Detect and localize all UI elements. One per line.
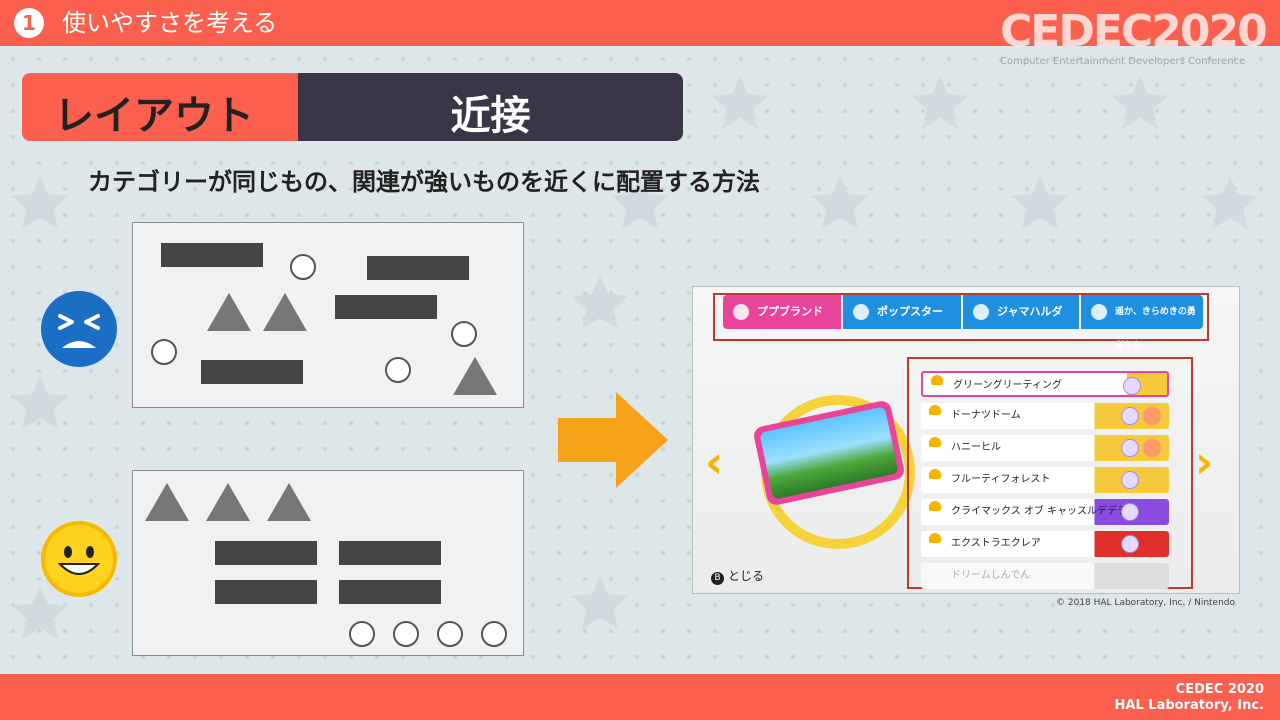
- footer-event: CEDEC 2020: [1175, 682, 1264, 697]
- right-arrow-icon: [558, 392, 668, 488]
- block: [367, 256, 469, 280]
- top-bar: 1 使いやすさを考える: [0, 0, 1280, 46]
- tab-icon: [853, 304, 869, 320]
- block: [201, 360, 303, 384]
- stage-item[interactable]: クライマックス オブ キャッスルデデデ: [921, 499, 1169, 525]
- block: [215, 541, 317, 565]
- heart-icon: [929, 501, 941, 511]
- block: [339, 580, 441, 604]
- tab-label: ププブランド: [757, 305, 823, 318]
- tab-pop-star[interactable]: ポップスター: [843, 295, 961, 329]
- circle-shape: [349, 621, 375, 647]
- stage-item[interactable]: グリーングリーティング: [921, 371, 1169, 397]
- circle-shape: [437, 621, 463, 647]
- b-button-icon: B: [711, 572, 724, 585]
- tab-label: 遥か、きらめきの勇者たち: [1115, 307, 1196, 351]
- previous-arrow-icon[interactable]: ‹: [705, 437, 724, 488]
- footer-company: HAL Laboratory, Inc.: [1114, 698, 1264, 713]
- medal-icon: [1121, 471, 1139, 489]
- circle-shape: [151, 339, 177, 365]
- heart-icon: [929, 469, 941, 479]
- stage-item[interactable]: エクストラエクレア: [921, 531, 1169, 557]
- close-label: とじる: [728, 569, 765, 583]
- stage-item-locked: ドリームしんでん: [921, 563, 1169, 589]
- stage-label: ドーナツドーム: [951, 410, 1021, 421]
- medal-icon: [1121, 503, 1139, 521]
- block: [339, 541, 441, 565]
- section-title: 使いやすさを考える: [62, 9, 278, 37]
- circle-shape: [481, 621, 507, 647]
- tab-icon: [973, 304, 989, 320]
- medal-icon: [1121, 535, 1139, 553]
- topic-tag: 近接: [298, 73, 683, 141]
- triangle-shape: [267, 483, 311, 521]
- smiling-face-icon: [40, 520, 118, 598]
- category-tag: レイアウト: [22, 73, 298, 141]
- stage-label: エクストラエクレア: [951, 538, 1041, 549]
- description-text: カテゴリーが同じもの、関連が強いものを近くに配置する方法: [88, 168, 760, 196]
- logo-text: CEDEC2020: [1000, 6, 1268, 57]
- triangle-shape: [453, 357, 497, 395]
- copyright-text: © 2018 HAL Laboratory, Inc. / Nintendo: [1056, 598, 1236, 608]
- heart-icon: [931, 375, 943, 385]
- stage-item[interactable]: ハニーヒル: [921, 435, 1169, 461]
- triangle-shape: [263, 293, 307, 331]
- tab-icon: [1091, 304, 1107, 320]
- bad-layout-example: [132, 222, 524, 408]
- stage-label: クライマックス オブ キャッスルデデデ: [951, 506, 1128, 517]
- heart-icon: [929, 405, 941, 415]
- tab-icon: [733, 304, 749, 320]
- frustrated-face-icon: [40, 290, 118, 368]
- triangle-shape: [145, 483, 189, 521]
- bottom-bar: CEDEC 2020 HAL Laboratory, Inc.: [0, 674, 1280, 720]
- stage-item[interactable]: ドーナツドーム: [921, 403, 1169, 429]
- heart-icon: [929, 437, 941, 447]
- medal-icon: [1121, 439, 1139, 457]
- tab-label: ポップスター: [877, 305, 943, 318]
- tab-jamba-harda[interactable]: ジャマハルダ: [963, 295, 1079, 329]
- stage-label: フルーティフォレスト: [951, 474, 1051, 485]
- star-pattern-background: [12, 76, 1258, 639]
- logo-subtitle: Computer Entertainment Developers Confer…: [1000, 56, 1246, 67]
- game-menu-screenshot: ププブランド ポップスター ジャマハルダ 遥か、きらめきの勇者たち ‹ › グリ…: [692, 286, 1240, 594]
- stage-label: ハニーヒル: [951, 442, 1001, 453]
- circle-shape: [290, 254, 316, 280]
- block: [161, 243, 263, 267]
- medal-icon: [1121, 407, 1139, 425]
- circle-shape: [393, 621, 419, 647]
- tab-heroes[interactable]: 遥か、きらめきの勇者たち: [1081, 295, 1203, 351]
- key-icon: [1143, 439, 1161, 457]
- tab-label: ジャマハルダ: [997, 305, 1063, 318]
- next-arrow-icon[interactable]: ›: [1195, 437, 1214, 488]
- stage-label: グリーングリーティング: [953, 380, 1062, 391]
- section-number: 1: [14, 8, 44, 38]
- close-button[interactable]: B とじる: [711, 567, 764, 585]
- circle-shape: [385, 357, 411, 383]
- stage-label: ドリームしんでん: [951, 570, 1031, 581]
- triangle-shape: [207, 293, 251, 331]
- cedec-logo: CEDEC2020 Computer Entertainment Develop…: [1000, 6, 1268, 68]
- tab-pupu-brand[interactable]: ププブランド: [723, 295, 841, 329]
- good-layout-example: [132, 470, 524, 656]
- stage-item[interactable]: フルーティフォレスト: [921, 467, 1169, 493]
- topic-label: 近接: [450, 93, 531, 139]
- circle-shape: [451, 321, 477, 347]
- key-icon: [1143, 407, 1161, 425]
- medal-icon: [1123, 377, 1141, 395]
- triangle-shape: [206, 483, 250, 521]
- block: [335, 295, 437, 319]
- heart-icon: [929, 533, 941, 543]
- category-tag-label: レイアウト: [54, 93, 254, 139]
- block: [215, 580, 317, 604]
- tab-group-frame: [713, 293, 1209, 341]
